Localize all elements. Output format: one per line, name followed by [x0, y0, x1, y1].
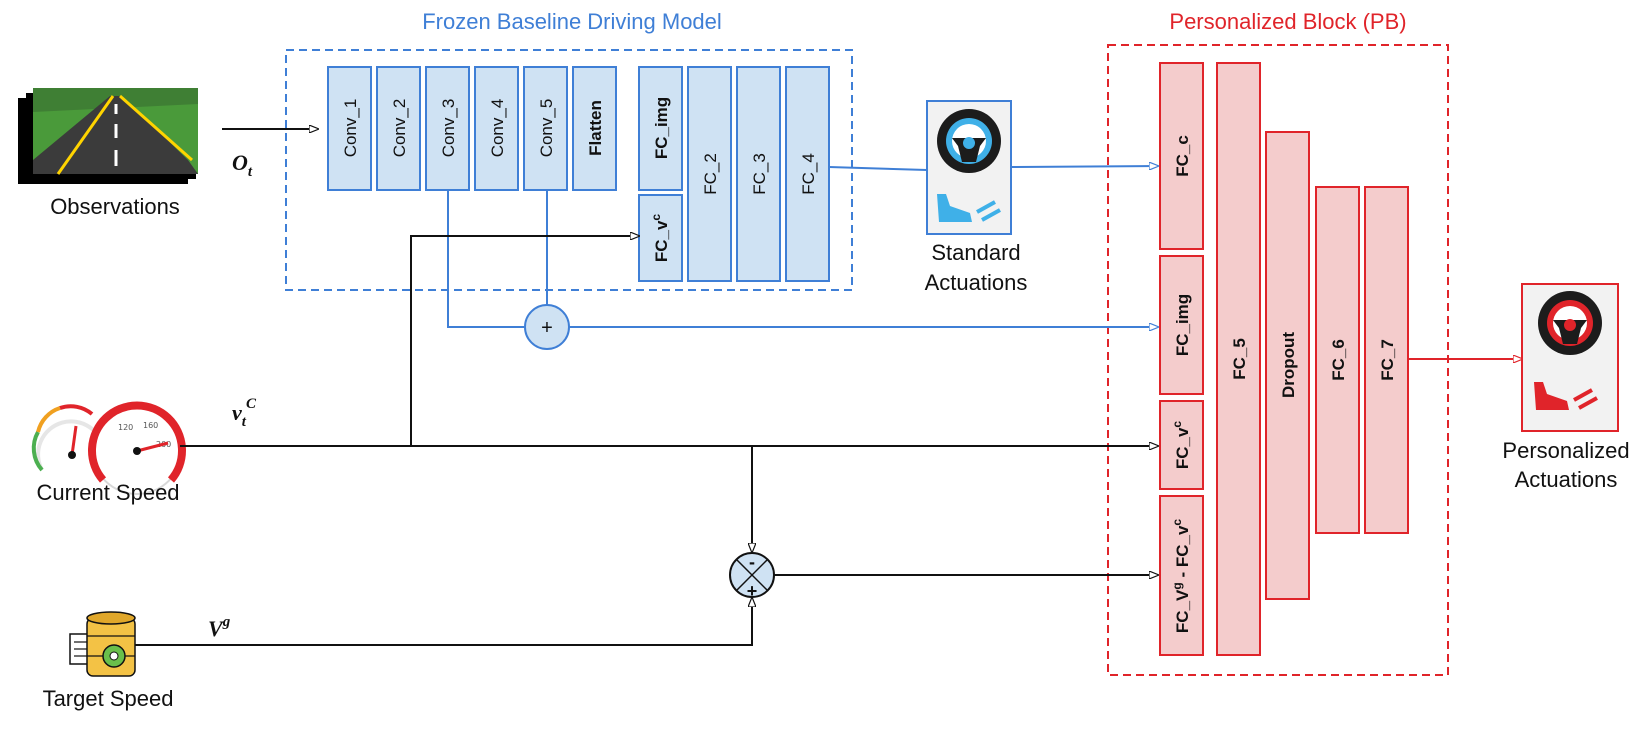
- conv-block-5: Conv_5: [523, 66, 568, 191]
- plus-symbol: +: [541, 317, 553, 339]
- observation-symbol: Ot: [232, 150, 253, 180]
- svg-text:FC_img: FC_img: [652, 97, 671, 159]
- svg-text:Conv_4: Conv_4: [488, 99, 507, 158]
- svg-text:FC_4: FC_4: [799, 153, 818, 195]
- observations-image: [18, 88, 198, 184]
- actuations-to-fc-c-arrow: [1010, 166, 1158, 167]
- frozen-fc-img-block: FC_img: [638, 66, 683, 191]
- svg-text:FC_3: FC_3: [750, 153, 769, 195]
- database-gear-icon: [69, 611, 136, 677]
- pb-fc-6-block: FC_6: [1315, 186, 1360, 534]
- svg-text:FC_6: FC_6: [1329, 339, 1348, 381]
- frozen-fc-2-block: FC_2: [687, 66, 732, 282]
- frozen-fc-v-block: FC_vc: [638, 194, 683, 282]
- conv3-skip-line: [447, 190, 524, 328]
- svg-text:FC_Vg - FC_vc: FC_Vg - FC_vc: [1170, 519, 1192, 634]
- conv-block-3: Conv_3: [425, 66, 470, 191]
- svg-text:120: 120: [118, 423, 133, 432]
- standard-actuations-label-2: Actuations: [925, 270, 1028, 295]
- difference-node: - +: [729, 552, 775, 601]
- flatten-block: Flatten: [572, 66, 617, 191]
- pb-fc-v-block: FC_vc: [1159, 400, 1204, 490]
- svg-text:Flatten: Flatten: [586, 100, 605, 156]
- svg-text:Conv_5: Conv_5: [537, 99, 556, 158]
- personalized-actuations-icon: [1521, 283, 1619, 432]
- steering-wheel-icon: [1538, 291, 1602, 355]
- pedal-foot-icon: [937, 194, 1001, 222]
- conv-block-4: Conv_4: [474, 66, 519, 191]
- pb-fc-diff-block: FC_Vg - FC_vc: [1159, 495, 1204, 656]
- frozen-fc-4-block: FC_4: [785, 66, 830, 282]
- target-speed-symbol: Vg: [208, 614, 231, 641]
- current-speed-symbol: vtC: [232, 396, 257, 430]
- svg-text:FC_vc: FC_vc: [649, 214, 671, 263]
- target-speed-label: Target Speed: [43, 686, 174, 711]
- pedal-foot-icon: [1534, 382, 1598, 410]
- svg-text:Dropout: Dropout: [1279, 332, 1298, 398]
- standard-actuations-label-1: Standard: [931, 240, 1020, 265]
- conv-block-1: Conv_1: [327, 66, 372, 191]
- steering-wheel-icon: [937, 109, 1001, 173]
- personalized-actuations-label-2: Actuations: [1515, 467, 1618, 492]
- pb-fc-7-block: FC_7: [1364, 186, 1409, 534]
- speedometer-icon: 120 160 200: [31, 401, 186, 495]
- svg-text:FC_c: FC_c: [1173, 135, 1192, 177]
- fc4-to-actuations-line: [828, 166, 928, 171]
- svg-text:Conv_2: Conv_2: [390, 99, 409, 158]
- svg-text:FC_7: FC_7: [1378, 339, 1397, 381]
- conv-block-2: Conv_2: [376, 66, 421, 191]
- pb-fc-img-block: FC_img: [1159, 255, 1204, 395]
- personalized-block-title: Personalized Block (PB): [1169, 9, 1406, 34]
- frozen-model-title: Frozen Baseline Driving Model: [422, 9, 722, 34]
- minus-symbol: -: [749, 552, 755, 572]
- svg-text:Conv_3: Conv_3: [439, 99, 458, 158]
- svg-text:FC_img: FC_img: [1173, 294, 1192, 356]
- pb-fc-5-block: FC_5: [1216, 62, 1261, 656]
- current-speed-to-frozen-fc-v-arrow: [410, 236, 639, 446]
- current-speed-label: Current Speed: [36, 480, 179, 505]
- svg-text:FC_vc: FC_vc: [1170, 421, 1192, 470]
- target-speed-to-diff-arrow: [135, 598, 752, 646]
- pb-fc-c-block: FC_c: [1159, 62, 1204, 250]
- svg-text:Conv_1: Conv_1: [341, 99, 360, 158]
- svg-text:FC_5: FC_5: [1230, 338, 1249, 380]
- standard-actuations-icon: [926, 100, 1012, 235]
- frozen-fc-3-block: FC_3: [736, 66, 781, 282]
- pb-dropout-block: Dropout: [1265, 131, 1310, 600]
- observations-label: Observations: [50, 194, 180, 219]
- svg-text:160: 160: [143, 421, 158, 430]
- svg-text:FC_2: FC_2: [701, 153, 720, 195]
- sum-plus-symbol: +: [747, 581, 758, 601]
- personalized-actuations-label-1: Personalized: [1502, 438, 1629, 463]
